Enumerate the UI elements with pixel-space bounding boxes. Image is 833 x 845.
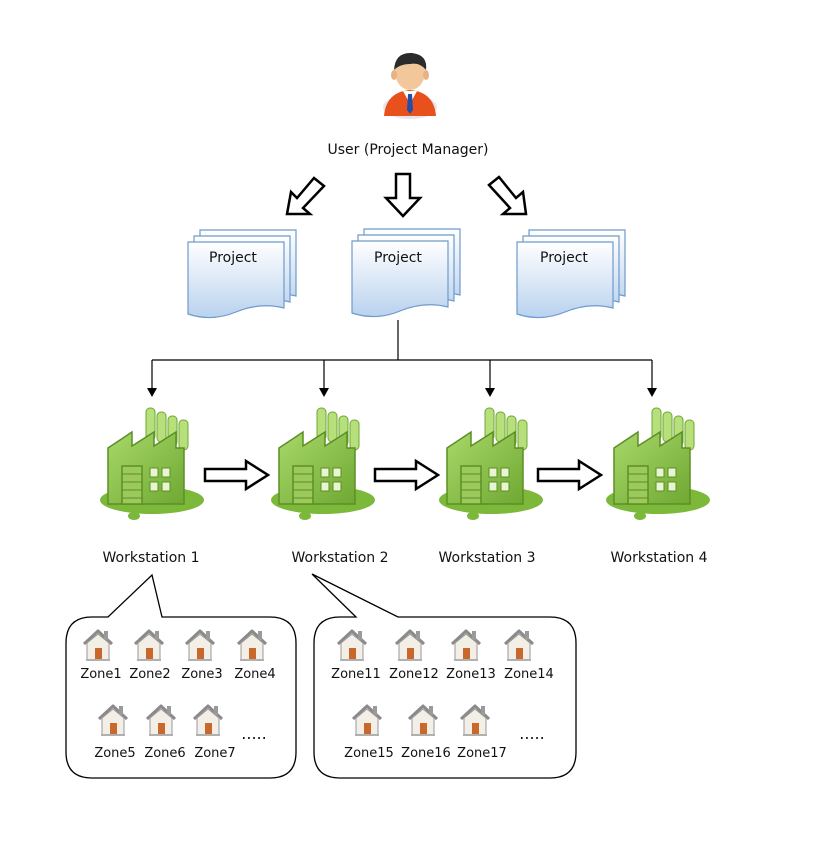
workstation-label: Workstation 1	[102, 550, 200, 566]
workstation-1-factory-icon	[99, 407, 205, 521]
workstation-label: Workstation 2	[291, 550, 389, 566]
project-document-icon	[516, 229, 626, 319]
zone-label: Zone16	[401, 746, 451, 761]
zone-label: Zone7	[194, 746, 236, 761]
workstation-3-factory-icon	[438, 407, 544, 521]
zone-label: Zone5	[94, 746, 136, 761]
more-zones-ellipsis: .....	[519, 724, 545, 743]
zone-label: Zone2	[129, 667, 171, 682]
zone-label: Zone14	[504, 667, 554, 682]
arrow-ws1-to-ws2	[203, 458, 271, 492]
workstation-4-factory-icon	[605, 407, 711, 521]
project-label: Project	[209, 250, 257, 266]
zone-label: Zone4	[234, 667, 276, 682]
user-label: User (Project Manager)	[327, 142, 489, 158]
workstation-2-factory-icon	[270, 407, 376, 521]
workstation-label: Workstation 4	[610, 550, 708, 566]
connector-arrowheads	[147, 388, 657, 397]
more-zones-ellipsis: .....	[241, 724, 267, 743]
project-document-icon	[187, 229, 297, 319]
arrow-to-project-3	[487, 175, 528, 216]
zone-label: Zone17	[457, 746, 507, 761]
arrow-ws2-to-ws3	[373, 458, 441, 492]
zone-label: Zone6	[144, 746, 186, 761]
zone-label: Zone12	[389, 667, 439, 682]
user-avatar-icon	[383, 52, 437, 119]
zone-label: Zone15	[344, 746, 394, 761]
arrow-ws3-to-ws4	[536, 458, 604, 492]
project-label: Project	[540, 250, 588, 266]
arrow-to-project-2	[383, 172, 423, 218]
workstation-label: Workstation 3	[438, 550, 536, 566]
arrow-to-project-1	[285, 176, 326, 216]
zone-label: Zone3	[181, 667, 223, 682]
zone-label: Zone13	[446, 667, 496, 682]
project-label: Project	[374, 250, 422, 266]
zone-label: Zone11	[331, 667, 381, 682]
user-to-project-arrows	[285, 172, 528, 218]
zone-label: Zone1	[80, 667, 122, 682]
project-document-icon	[351, 228, 461, 318]
workstation-flow-arrows	[203, 458, 604, 492]
project-to-workstation-connector	[151, 320, 653, 390]
